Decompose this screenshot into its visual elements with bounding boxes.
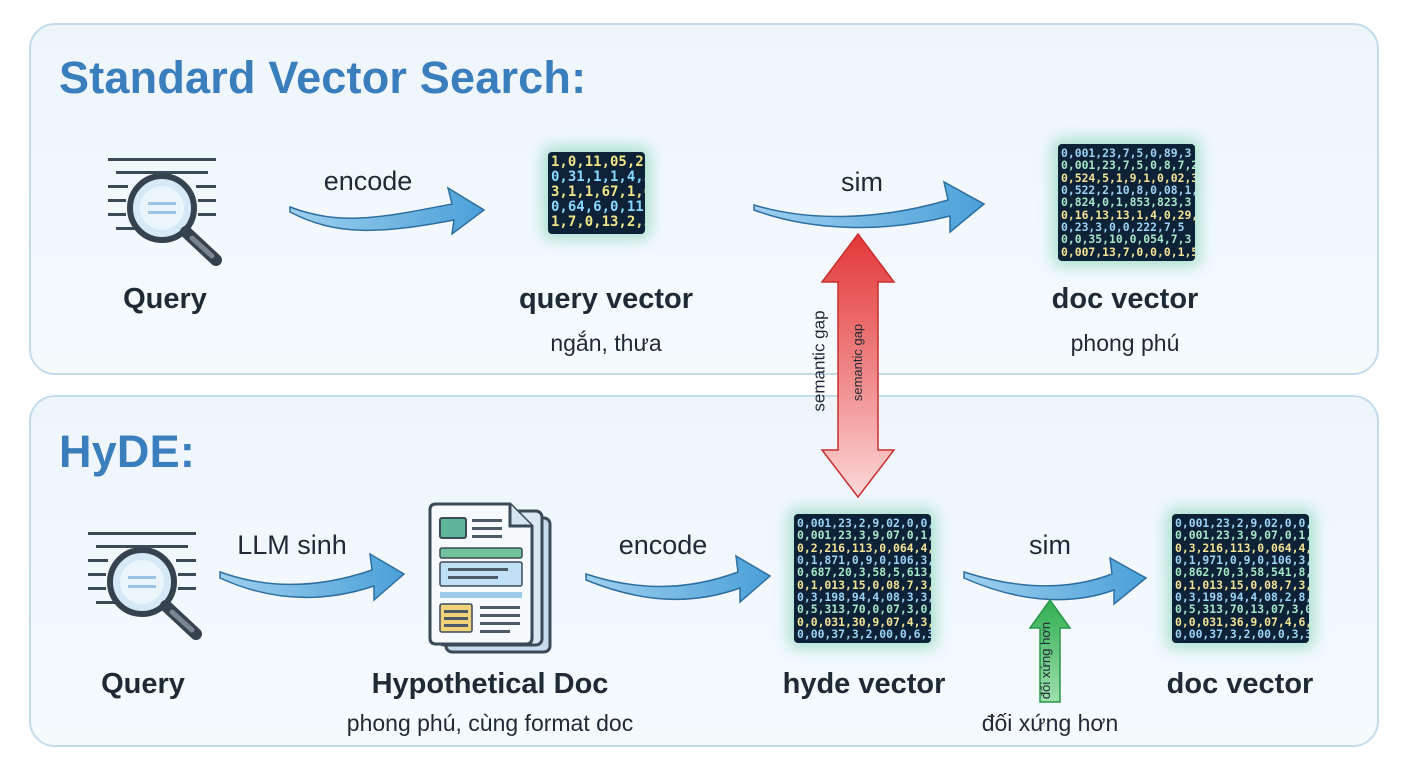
hyde-panel bbox=[29, 395, 1379, 747]
hypothetical-doc-sub: phong phú, cùng format doc bbox=[346, 710, 634, 736]
hyde-vector-row: 0,1,871,0,9,0,106,3,2 bbox=[797, 552, 931, 567]
hypothetical-doc-label: Hypothetical Doc bbox=[371, 668, 609, 700]
doc-vector-row: 0,001,23,2,9,02,0,0,2 bbox=[1175, 516, 1309, 530]
hyde-vector-grid: 0,001,23,2,9,02,0,0,2 0,001,23,3,9,07,0,… bbox=[794, 514, 931, 644]
doc-vector-row: 0,0,35,10,0,054,7,3 bbox=[1061, 232, 1192, 247]
symmetric-label: đối xứng hơn bbox=[981, 710, 1119, 736]
bottom-sim-arrow bbox=[963, 556, 1148, 606]
magnifier-over-text-icon bbox=[108, 158, 222, 266]
top-sim-label: sim bbox=[841, 167, 883, 197]
top-query-label: Query bbox=[123, 283, 207, 315]
hyde-vector-row: 0,5,313,70,0,07,3,0,2 bbox=[797, 602, 931, 617]
hyde-vector-row: 0,001,23,3,9,07,0,1,5 bbox=[797, 528, 931, 543]
doc-vector-row: 0,001,23,7,5,0,8,7,2 bbox=[1061, 158, 1195, 173]
doc-vector-row: 0,1,971,0,9,0,106,3,2 bbox=[1175, 552, 1309, 567]
llm-label: LLM sinh bbox=[237, 530, 347, 560]
semantic-gap-label-secondary: semantic gap bbox=[850, 323, 866, 401]
query-vector-grid: 1,0,11,05,2 0,31,1,1,4,5 3,1,1,67,1,0 0,… bbox=[548, 152, 645, 234]
top-encode-label: encode bbox=[323, 166, 413, 196]
doc-vector-row: 0,1,013,15,0,08,7,3,3 bbox=[1175, 577, 1309, 592]
doc-vector-row: 0,3,198,94,4,08,2,8,3 bbox=[1175, 589, 1309, 604]
bottom-sim-label: sim bbox=[1029, 530, 1071, 560]
doc-vector-row: 0,00,37,3,2,00,0,3,3 bbox=[1175, 626, 1309, 641]
semantic-gap-arrow bbox=[820, 232, 896, 499]
top-encode-arrow bbox=[289, 186, 486, 236]
query-vector-label: query vector bbox=[518, 283, 694, 315]
hyde-vector-row: 0,00,37,3,2,00,0,6,3 bbox=[797, 626, 931, 641]
llm-arrow bbox=[219, 552, 406, 602]
doc-vector-row: 0,522,2,10,8,0,08,1,2 bbox=[1061, 182, 1195, 197]
doc-vector-row: 0,824,0,1,853,823,3 bbox=[1061, 195, 1192, 210]
query-vector-sub: ngắn, thưa bbox=[550, 330, 662, 356]
hyde-vector-row: 0,2,216,113,0,064,4,2 bbox=[797, 540, 931, 555]
hyde-vector-row: 0,001,23,2,9,02,0,0,2 bbox=[797, 516, 931, 530]
doc-vector-row: 0,007,13,7,0,0,0,1,5 bbox=[1061, 244, 1195, 259]
symmetric-vertical-label: đối xứng hơn bbox=[1038, 621, 1054, 699]
top-doc-vector-grid: 0,001,23,7,5,0,89,3 0,001,23,7,5,0,8,7,2… bbox=[1058, 144, 1195, 261]
query-vector-row: 3,1,1,67,1,0 bbox=[551, 184, 645, 201]
doc-vector-row: 0,524,5,1,9,1,0,02,3 bbox=[1061, 170, 1195, 185]
bottom-encode-arrow bbox=[585, 554, 772, 604]
standard-search-title: Standard Vector Search: bbox=[59, 52, 587, 103]
bottom-doc-vector-grid: 0,001,23,2,9,02,0,0,2 0,001,23,3,9,07,0,… bbox=[1172, 514, 1309, 644]
top-sim-arrow bbox=[753, 180, 986, 234]
doc-vector-row: 0,23,3,0,0,222,7,5 bbox=[1061, 219, 1185, 234]
bottom-query-label: Query bbox=[101, 668, 185, 700]
query-vector-row: 1,0,11,05,2 bbox=[551, 154, 644, 170]
semantic-gap-label: semantic gap bbox=[809, 310, 829, 412]
doc-vector-row: 0,001,23,3,9,07,0,1,5 bbox=[1175, 528, 1309, 543]
doc-vector-row: 0,16,13,13,1,4,0,29,3 bbox=[1061, 207, 1195, 222]
top-doc-vector-label: doc vector bbox=[1051, 283, 1199, 315]
hyde-vector-row: 0,3,198,94,4,08,3,3,5 bbox=[797, 589, 931, 604]
doc-vector-row: 0,3,216,113,0,064,4,2 bbox=[1175, 540, 1309, 555]
hyde-title: HyDE: bbox=[59, 426, 196, 477]
doc-vector-row: 0,862,70,3,58,541,8,2 bbox=[1175, 565, 1309, 580]
query-vector-row: 1,7,0,13,2,5 bbox=[551, 214, 645, 231]
bottom-encode-label: encode bbox=[618, 530, 708, 560]
doc-vector-row: 0,001,23,7,5,0,89,3 bbox=[1061, 146, 1192, 160]
magnifier-over-text-icon bbox=[88, 532, 202, 640]
hyde-vector-label: hyde vector bbox=[782, 668, 946, 700]
query-vector-row: 0,31,1,1,4,5 bbox=[551, 169, 645, 186]
top-doc-vector-sub: phong phú bbox=[1070, 330, 1180, 356]
symmetric-arrow bbox=[1028, 598, 1072, 703]
hyde-vector-row: 0,1,013,15,0,08,7,3,3 bbox=[797, 577, 931, 592]
doc-vector-row: 0,0,031,36,9,07,4,6,2 bbox=[1175, 614, 1309, 629]
document-stack-icon bbox=[428, 502, 552, 654]
doc-vector-row: 0,5,313,70,13,07,3,0,3 bbox=[1175, 602, 1309, 617]
hyde-vector-row: 0,687,20,3,58,5,613,2 bbox=[797, 565, 931, 580]
query-vector-row: 0,64,6,0,11 bbox=[551, 199, 644, 216]
bottom-doc-vector-label: doc vector bbox=[1166, 668, 1314, 700]
hyde-vector-row: 0,0,031,30,9,07,4,3,2 bbox=[797, 614, 931, 629]
